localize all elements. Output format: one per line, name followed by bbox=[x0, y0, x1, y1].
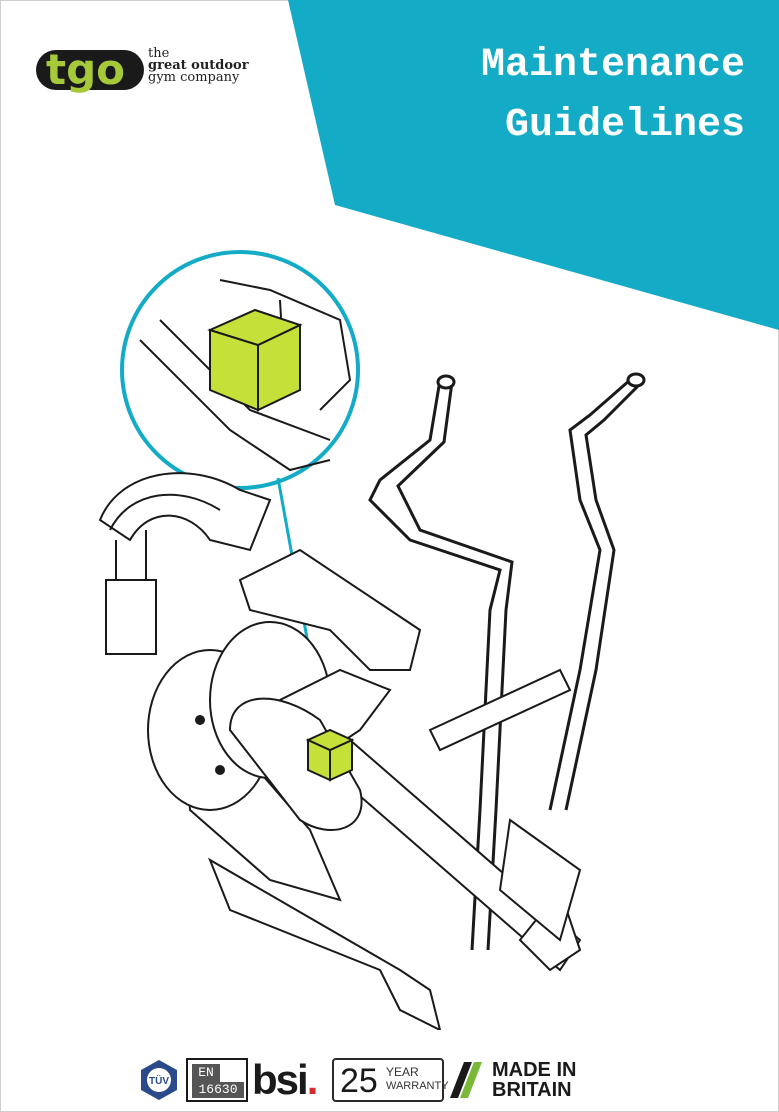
logo-line-the: the bbox=[148, 46, 170, 61]
flywheel bbox=[147, 621, 392, 831]
en-number: 16630 bbox=[192, 1082, 244, 1098]
header-band-shape bbox=[288, 0, 779, 330]
magnifier-callout bbox=[120, 250, 360, 711]
logo-wordmark: the great outdoor gym company bbox=[148, 46, 249, 85]
britain-label: BRITAIN bbox=[492, 1079, 572, 1101]
made-in-britain-badge: MADE IN BRITAIN bbox=[450, 1058, 630, 1102]
header-band bbox=[288, 0, 779, 330]
made-in-britain-icon bbox=[450, 1062, 482, 1098]
cross-trainer-illustration bbox=[98, 250, 646, 1030]
warranty-badge: 25 YEAR WARRANTY bbox=[332, 1058, 449, 1102]
warranty-word: WARRANTY bbox=[386, 1080, 449, 1092]
en-label: EN bbox=[192, 1064, 220, 1082]
warranty-year: YEAR bbox=[386, 1065, 419, 1079]
made-in-label: MADE IN bbox=[492, 1059, 577, 1081]
logo-line-gym-company: gym company bbox=[148, 70, 240, 85]
page-title: Maintenance Guidelines bbox=[385, 36, 745, 156]
highlighted-box-detail bbox=[207, 308, 303, 412]
tuv-badge-icon: TÜV bbox=[141, 1060, 177, 1100]
title-line-2: Guidelines bbox=[504, 103, 745, 148]
highlighted-box bbox=[305, 728, 355, 782]
bsi-label: bsi bbox=[252, 1056, 309, 1103]
logo-line-great-outdoor: great outdoor bbox=[148, 58, 249, 73]
en-standard-badge: EN 16630 bbox=[186, 1058, 248, 1102]
company-logo: tgo the great outdoor gym company bbox=[34, 40, 294, 98]
handlebars bbox=[368, 372, 646, 951]
bsi-badge: bsi. bbox=[252, 1056, 318, 1103]
warranty-number: 25 bbox=[340, 1062, 378, 1100]
title-line-1: Maintenance bbox=[480, 43, 745, 88]
tgo-logo-mark: tgo bbox=[36, 45, 144, 94]
svg-text:tgo: tgo bbox=[46, 45, 125, 94]
seat-bracket bbox=[98, 472, 272, 655]
tuv-label: TÜV bbox=[149, 1074, 169, 1087]
certification-badges: TÜV EN 16630 bsi. 25 YEAR WARRANTY MADE … bbox=[130, 1058, 650, 1102]
